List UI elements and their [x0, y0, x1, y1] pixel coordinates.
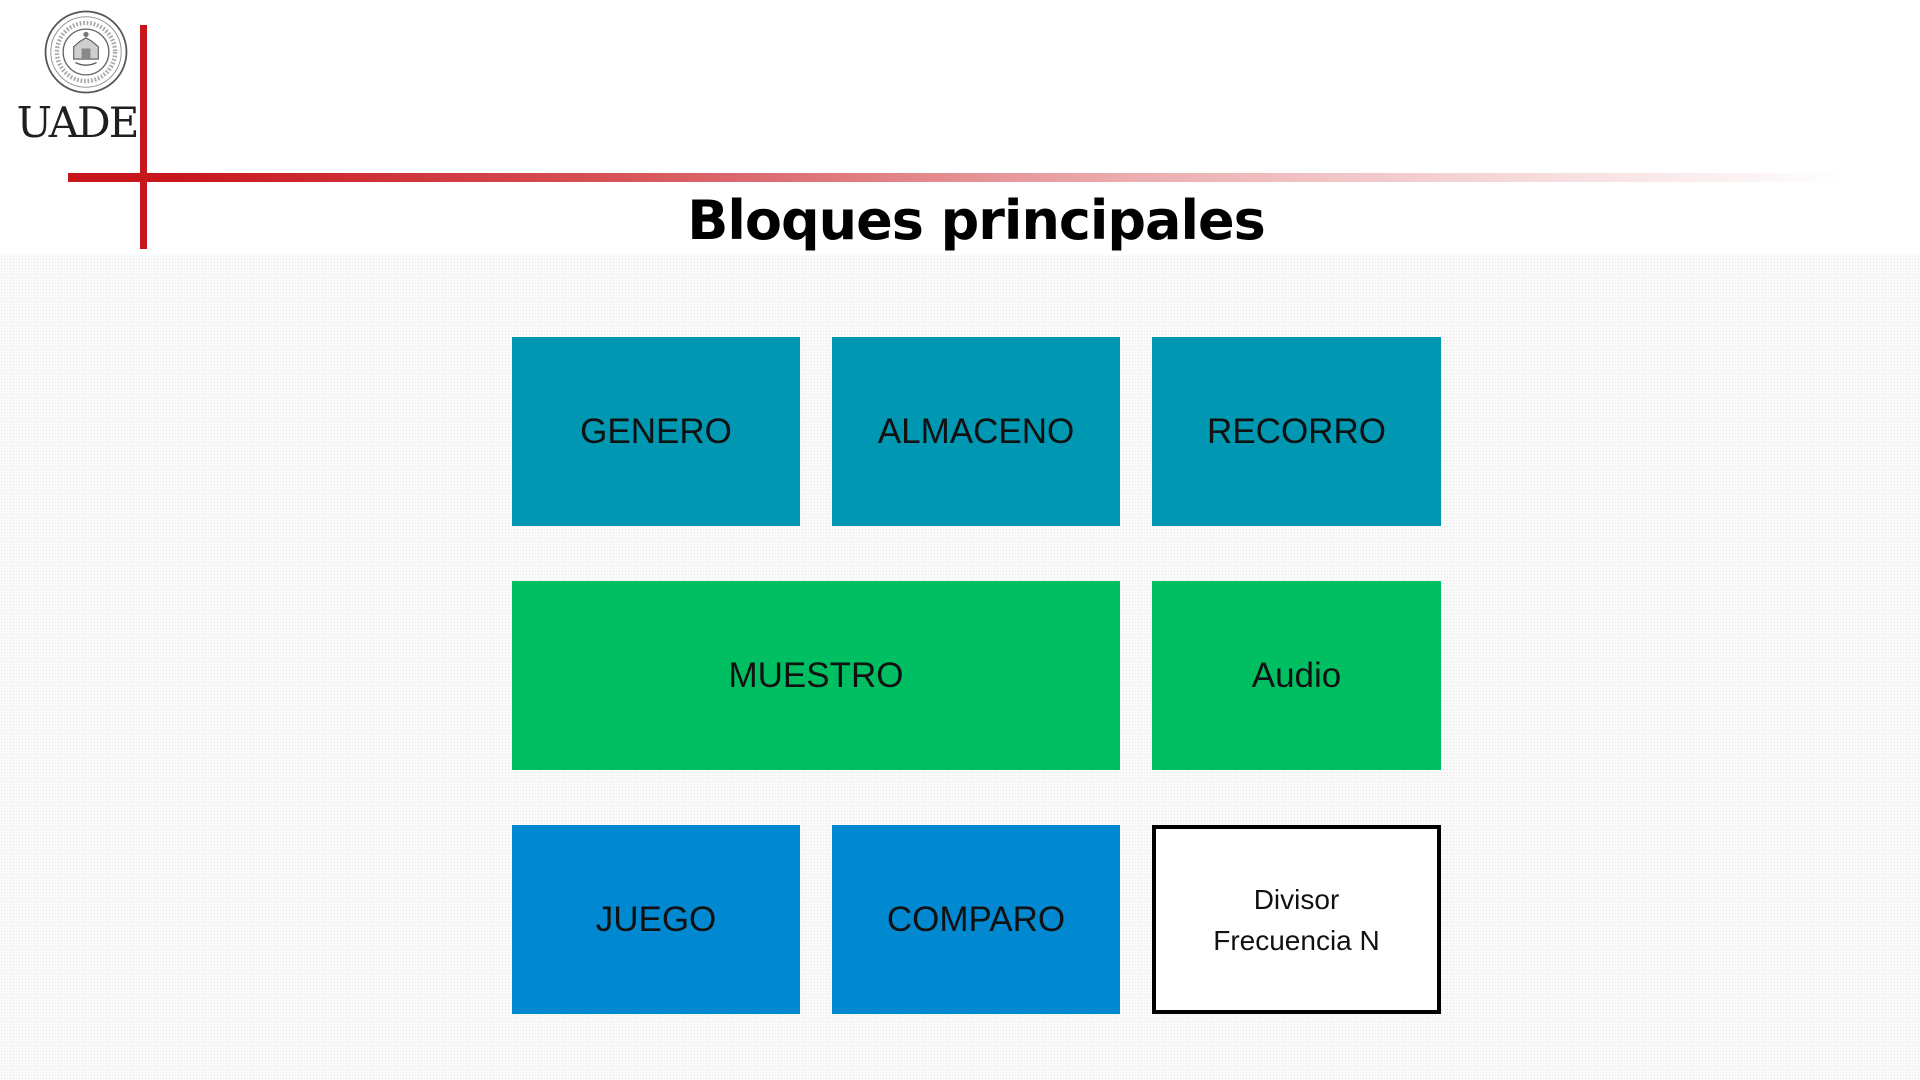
block-genero-label: GENERO [580, 411, 732, 451]
block-divisor-frecuencia: Divisor Frecuencia N [1152, 825, 1441, 1014]
block-audio-label: Audio [1251, 655, 1342, 695]
block-juego: JUEGO [512, 825, 800, 1014]
logo-text: UADE [16, 98, 140, 147]
block-muestro-label: MUESTRO [728, 655, 904, 695]
block-comparo-label: COMPARO [886, 899, 1066, 939]
uade-logo: UADE [12, 8, 144, 148]
block-muestro: MUESTRO [512, 581, 1120, 770]
red-horizontal-rule [68, 173, 1848, 182]
block-almaceno-label: ALMACENO [877, 411, 1075, 451]
red-vertical-rule [140, 25, 147, 249]
block-audio: Audio [1152, 581, 1441, 770]
block-divisor-label: Divisor Frecuencia N [1213, 883, 1380, 956]
university-seal-icon [44, 10, 128, 94]
block-juego-label: JUEGO [595, 899, 717, 939]
block-recorro: RECORRO [1152, 337, 1441, 526]
block-recorro-label: RECORRO [1207, 411, 1386, 451]
block-almaceno: ALMACENO [832, 337, 1120, 526]
header-band [0, 0, 1920, 255]
block-genero: GENERO [512, 337, 800, 526]
block-comparo: COMPARO [832, 825, 1120, 1014]
page-title: Bloques principales [687, 189, 1266, 252]
